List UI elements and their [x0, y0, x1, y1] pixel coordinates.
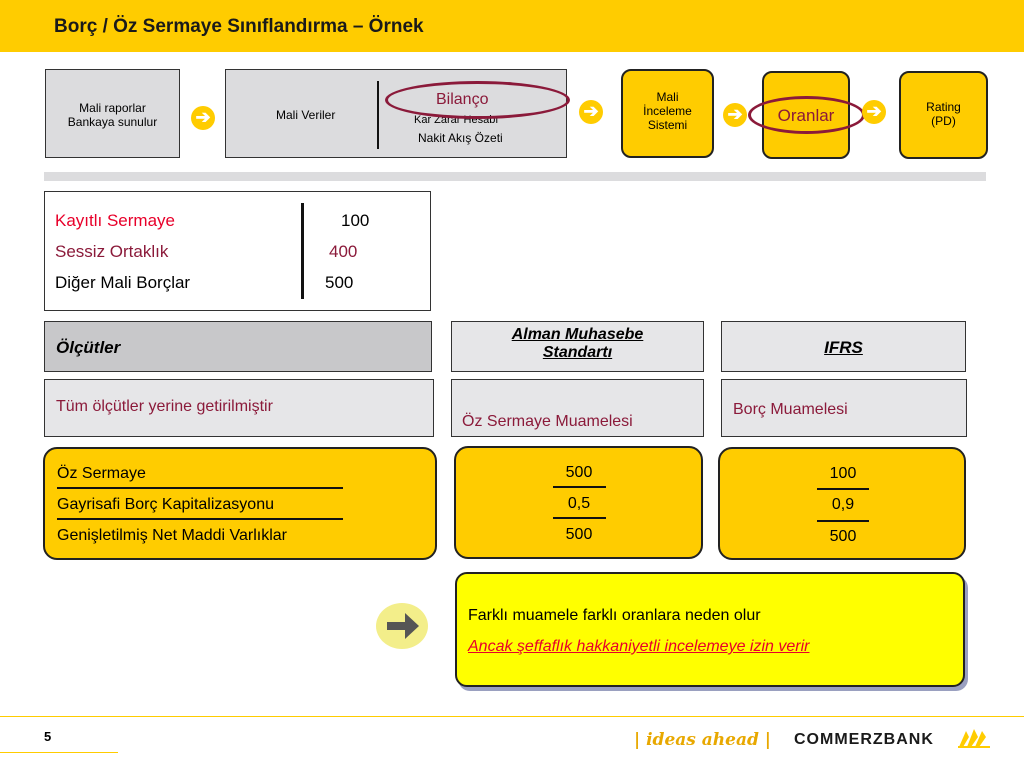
- oranlar-highlight-oval: [748, 96, 865, 134]
- ifrs-ratios-box: 100 0,9 500: [718, 447, 966, 560]
- header-bar: Borç / Öz Sermaye Sınıflandırma – Örnek: [0, 0, 1024, 52]
- criteria-row-label: Tüm ölçütler yerine getirilmiştir: [56, 398, 273, 415]
- ratio-name: Öz Sermaye: [57, 465, 146, 482]
- capital-row-value: 400: [329, 242, 358, 261]
- arrow-right-icon: [387, 613, 419, 639]
- ratio-underline: [57, 487, 343, 489]
- criteria-header: Ölçütler: [44, 321, 432, 372]
- arrow-right-icon: ➔: [191, 106, 215, 130]
- commerzbank-logo-icon: [958, 729, 990, 748]
- conclusion-note: Farklı muamele farklı oranlara neden olu…: [455, 572, 965, 687]
- flow-step-rating-label: Rating (PD): [926, 100, 961, 128]
- page-number-underline: [0, 752, 118, 753]
- ratio-value: 0,9: [831, 496, 855, 513]
- ratio-name: Gayrisafi Borç Kapitalizasyonu: [57, 496, 274, 513]
- german-gaap-header-label: Alman Muhasebe Standartı: [511, 326, 644, 361]
- capital-structure-box: Kayıtlı Sermaye 100 Sessiz Ortaklık 400 …: [44, 191, 431, 311]
- flow-divider: [377, 81, 379, 149]
- conclusion-arrow-icon: [376, 603, 428, 649]
- ifrs-value: Borç Muamelesi: [721, 379, 967, 437]
- ifrs-header-label: IFRS: [824, 338, 863, 357]
- ifrs-header: IFRS: [721, 321, 966, 372]
- flow-step-review-label: Mali İnceleme Sistemi: [643, 90, 692, 132]
- german-gaap-value-label: Öz Sermaye Muamelesi: [462, 413, 633, 430]
- flow-step-rating: Rating (PD): [899, 71, 988, 159]
- german-gaap-value: Öz Sermaye Muamelesi: [451, 379, 704, 437]
- ratio-underline: [817, 520, 869, 522]
- page-title: Borç / Öz Sermaye Sınıflandırma – Örnek: [54, 16, 424, 37]
- conclusion-line-1: Farklı muamele farklı oranlara neden olu…: [468, 607, 761, 624]
- german-gaap-header: Alman Muhasebe Standartı: [451, 321, 704, 372]
- criteria-row: Tüm ölçütler yerine getirilmiştir: [44, 379, 434, 437]
- brand-name: COMMERZBANK: [794, 731, 934, 748]
- capital-row-value: 100: [341, 211, 370, 230]
- ratio-names-box: Öz Sermaye Gayrisafi Borç Kapitalizasyon…: [43, 447, 437, 560]
- flow-step-reports-label: Mali raporlar Bankaya sunulur: [67, 101, 158, 129]
- footer-divider: [0, 716, 1024, 717]
- ratio-name: Genişletilmiş Net Maddi Varlıklar: [57, 527, 287, 544]
- criteria-header-label: Ölçütler: [56, 338, 121, 357]
- section-divider: [44, 172, 986, 181]
- german-gaap-ratios-box: 500 0,5 500: [454, 446, 703, 559]
- ifrs-value-label: Borç Muamelesi: [733, 401, 848, 418]
- conclusion-line-2: Ancak şeffaflık hakkaniyetli incelemeye …: [468, 638, 810, 655]
- ratio-underline: [57, 518, 343, 520]
- ratio-value: 100: [829, 465, 857, 482]
- ratio-underline: [553, 486, 606, 488]
- page-number: 5: [44, 729, 52, 744]
- ratio-value: 500: [565, 526, 593, 543]
- ratio-value: 0,5: [567, 495, 591, 512]
- bilanco-highlight-oval: [385, 81, 570, 119]
- ratio-underline: [817, 488, 869, 490]
- capital-row-value: 500: [325, 273, 354, 292]
- capital-row-label: Sessiz Ortaklık: [55, 242, 169, 261]
- flow-step-data-nakit: Nakit Akış Özeti: [418, 131, 503, 145]
- brand-tagline: | ideas ahead |: [634, 730, 771, 750]
- flow-step-reports: Mali raporlar Bankaya sunulur: [45, 69, 180, 158]
- capital-row-label: Diğer Mali Borçlar: [55, 273, 191, 292]
- flow-step-data-label: Mali Veriler: [276, 108, 336, 122]
- arrow-right-icon: ➔: [862, 100, 886, 124]
- ratio-underline: [553, 517, 606, 519]
- capital-row-label: Kayıtlı Sermaye: [55, 211, 175, 230]
- arrow-right-icon: ➔: [723, 103, 747, 127]
- flow-step-review-system: Mali İnceleme Sistemi: [621, 69, 714, 158]
- ratio-value: 500: [829, 528, 857, 545]
- arrow-right-icon: ➔: [579, 100, 603, 124]
- ratio-value: 500: [565, 464, 593, 481]
- capital-divider: [301, 203, 304, 299]
